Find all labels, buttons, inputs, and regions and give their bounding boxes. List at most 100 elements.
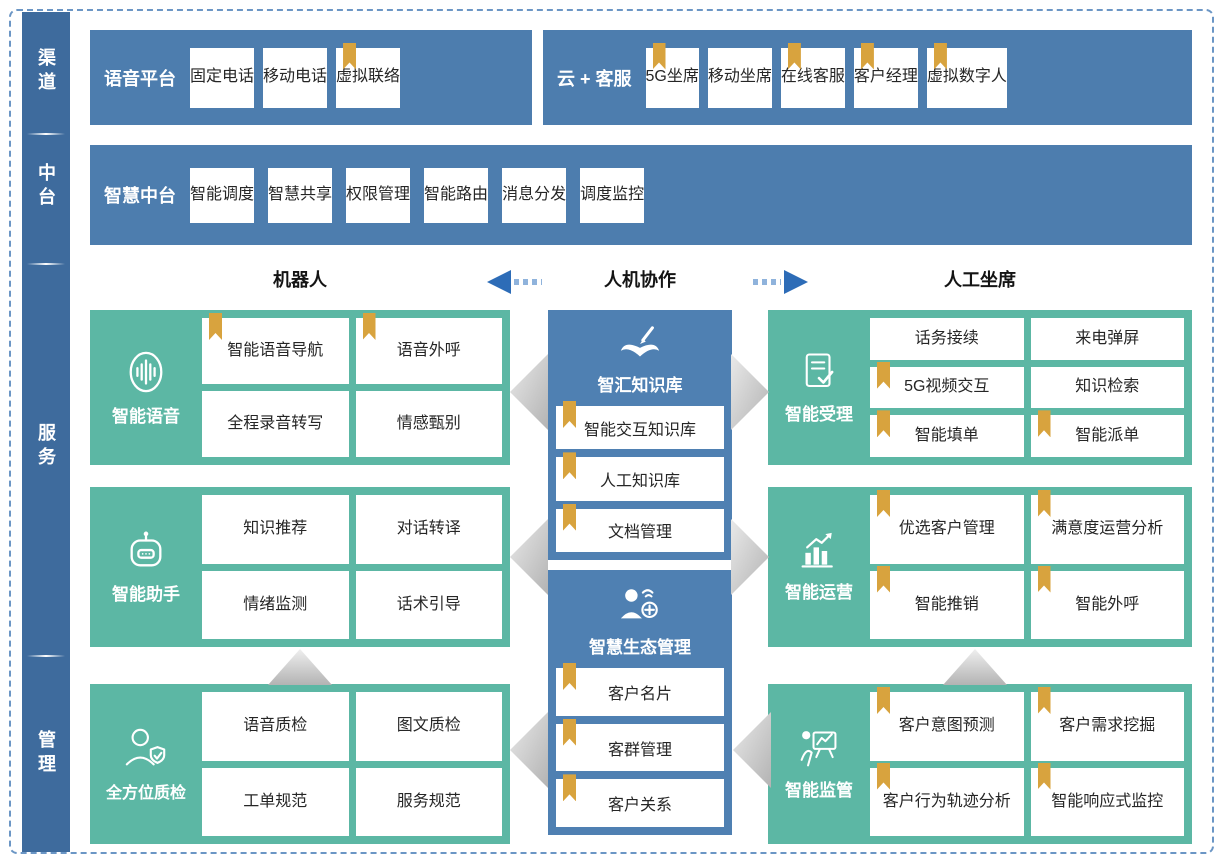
card-label: 满意度运营分析 xyxy=(1051,520,1164,538)
knowledge-base-block: 智汇知识库 智能交互知识库 人工知识库 文档管理 xyxy=(548,310,732,560)
card-label: 虚拟数字人 xyxy=(926,68,1007,86)
card-voice-outbound: 语音外呼 xyxy=(355,313,502,384)
arrow-left-icon xyxy=(487,270,542,294)
header-robot: 机器人 xyxy=(273,270,327,290)
bookmark-icon xyxy=(563,718,576,746)
card-label: 智能调度 xyxy=(190,185,255,203)
sidebar-item-channel: 渠道 xyxy=(36,48,56,96)
eco-person-icon xyxy=(616,584,664,628)
card-online-service: 在线客服 xyxy=(780,42,845,108)
bookmark-icon xyxy=(1037,410,1051,438)
bookmark-icon xyxy=(563,663,576,690)
card-recording-transcription: 全程录音转写 xyxy=(202,391,349,457)
card-voice-qc: 语音质检 xyxy=(202,692,349,761)
card-label: 客户名片 xyxy=(607,685,672,703)
card-smart-dispatch: 智能调度 xyxy=(190,167,255,223)
card-virtual-contact: 虚拟联络 xyxy=(336,42,401,108)
block-title: 智汇知识库 xyxy=(597,376,683,395)
bookmark-icon xyxy=(343,42,357,70)
arrow-left-tail xyxy=(514,279,542,285)
card-emotion-monitoring: 情绪监测 xyxy=(202,570,349,639)
eco-management-head: 智慧生态管理 xyxy=(556,578,724,668)
middle-platform-cards: 智能调度 智慧共享 权限管理 智能路由 消息分发 调度监控 xyxy=(190,167,1180,223)
card-label: 优选客户管理 xyxy=(898,520,995,538)
card-label: 话术引导 xyxy=(396,595,461,613)
card-label: 虚拟联络 xyxy=(336,68,401,86)
card-label: 工单规范 xyxy=(243,792,308,810)
sidebar: 渠道 中台 服务 管理 xyxy=(22,12,70,852)
card-label: 智慧共享 xyxy=(268,185,333,203)
card-smart-outbound: 智能外呼 xyxy=(1030,565,1184,639)
sidebar-divider xyxy=(27,133,65,135)
eco-management-block: 智慧生态管理 客户名片 客群管理 客户关系 xyxy=(548,570,732,835)
sidebar-divider xyxy=(27,263,65,265)
smart-voice-side: 智能语音 xyxy=(90,310,202,465)
header-collaboration: 人机协作 xyxy=(604,270,676,290)
bookmark-icon xyxy=(652,42,666,70)
card-label: 智能语音导航 xyxy=(227,341,324,359)
card-label: 5G视频交互 xyxy=(904,378,990,396)
card-label: 智能外呼 xyxy=(1075,595,1140,613)
card-call-connection: 话务接续 xyxy=(870,318,1024,360)
card-document-mgmt: 文档管理 xyxy=(556,503,724,552)
sidebar-item-middle: 中台 xyxy=(36,163,56,211)
voice-platform-box: 语音平台 固定电话 移动电话 虚拟联络 xyxy=(90,30,532,125)
card-label: 调度监控 xyxy=(580,185,645,203)
smart-acceptance-cards: 话务接续 来电弹屏 5G视频交互 知识检索 智能填单 智能派单 xyxy=(870,310,1192,465)
block-title: 智慧生态管理 xyxy=(589,638,691,657)
eco-management-cards: 客户名片 客群管理 客户关系 xyxy=(556,663,724,828)
card-customer-card: 客户名片 xyxy=(556,663,724,716)
card-voice-navigation: 智能语音导航 xyxy=(202,313,349,384)
smart-assistant-side: 智能助手 xyxy=(90,487,202,647)
block-title: 智能助手 xyxy=(112,585,180,604)
card-dialog-translation: 对话转译 xyxy=(355,495,502,564)
bookmark-icon xyxy=(563,452,576,480)
chevron-right-icon xyxy=(731,519,769,595)
smart-operations-side: 智能运营 xyxy=(768,487,870,647)
cloud-service-box: 云 + 客服 5G坐席 移动坐席 在线客服 客户经理 虚拟数字人 xyxy=(543,30,1192,125)
smart-supervision-side: 智能监管 xyxy=(768,684,870,844)
middle-platform-box: 智慧中台 智能调度 智慧共享 权限管理 智能路由 消息分发 调度监控 xyxy=(90,145,1192,245)
block-title: 智能监管 xyxy=(785,781,853,800)
robot-icon xyxy=(125,529,167,573)
block-title: 智能受理 xyxy=(785,404,853,424)
card-label: 智能派单 xyxy=(1075,426,1140,444)
document-check-icon xyxy=(801,351,837,393)
card-label: 客户关系 xyxy=(607,797,672,815)
card-label: 固定电话 xyxy=(190,68,255,86)
chevron-right-icon xyxy=(731,354,769,430)
voice-platform-cards: 固定电话 移动电话 虚拟联络 xyxy=(190,42,520,108)
card-customer-relations: 客户关系 xyxy=(556,774,724,828)
chevron-left-icon xyxy=(510,519,548,595)
bookmark-icon xyxy=(787,42,801,70)
bookmark-icon xyxy=(362,313,376,340)
chevron-left-icon xyxy=(510,712,548,788)
sidebar-divider xyxy=(27,655,65,657)
card-label: 服务规范 xyxy=(396,792,461,810)
card-preferred-customer-mgmt: 优选客户管理 xyxy=(870,490,1024,564)
card-emotion-screening: 情感甄别 xyxy=(355,391,502,457)
card-label: 移动电话 xyxy=(263,68,328,86)
card-image-text-qc: 图文质检 xyxy=(355,692,502,761)
up-arrow-icon xyxy=(268,649,332,685)
card-label: 对话转译 xyxy=(396,520,461,538)
card-label: 客户经理 xyxy=(853,68,918,86)
card-virtual-human: 虚拟数字人 xyxy=(926,42,1007,108)
block-title: 智能语音 xyxy=(112,406,180,426)
chevron-left-icon xyxy=(510,354,548,430)
card-label: 语音质检 xyxy=(243,717,308,735)
bookmark-icon xyxy=(877,410,890,438)
card-incoming-popup: 来电弹屏 xyxy=(1030,318,1184,360)
quality-inspection-cards: 语音质检 图文质检 工单规范 服务规范 xyxy=(202,684,510,844)
card-label: 客群管理 xyxy=(607,741,672,759)
arrow-right-tail xyxy=(753,279,781,285)
smart-voice-cards: 智能语音导航 语音外呼 全程录音转写 情感甄别 xyxy=(202,310,510,465)
voice-platform-title: 语音平台 xyxy=(104,68,176,89)
card-dispatch-monitor: 调度监控 xyxy=(580,167,645,223)
arrow-left-head xyxy=(487,270,511,294)
card-customer-group-mgmt: 客群管理 xyxy=(556,718,724,772)
card-knowledge-retrieval: 知识检索 xyxy=(1030,366,1184,409)
quality-inspection-block: 全方位质检 语音质检 图文质检 工单规范 服务规范 xyxy=(90,684,510,844)
card-manual-kb: 人工知识库 xyxy=(556,452,724,501)
